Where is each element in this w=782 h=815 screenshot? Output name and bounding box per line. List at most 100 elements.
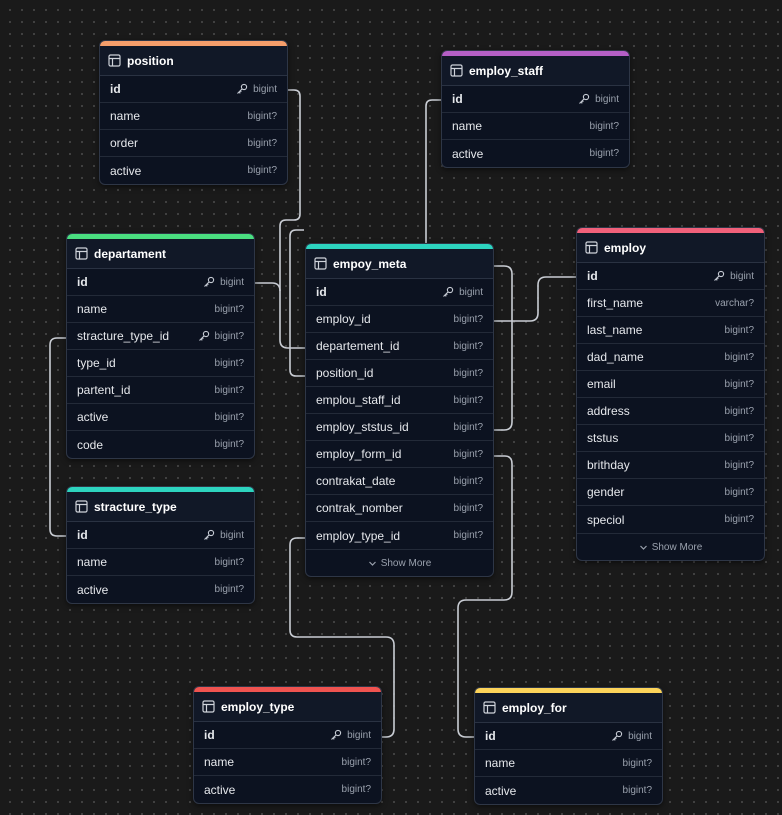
table-header[interactable]: employ	[577, 233, 764, 263]
table-header[interactable]: position	[100, 46, 287, 76]
show-more-button[interactable]: Show More	[577, 533, 764, 560]
field-type-label: bigint?	[214, 330, 244, 342]
field-name: speciol	[587, 512, 625, 527]
field-type: bigint	[611, 730, 652, 742]
field-name: gender	[587, 485, 625, 499]
table-icon	[585, 241, 598, 254]
show-more-button[interactable]: Show More	[306, 549, 493, 576]
table-header[interactable]: employ_type	[194, 692, 381, 722]
field-name: order	[110, 136, 139, 150]
table-icon	[202, 700, 215, 713]
table-name: position	[127, 53, 174, 68]
field-type-label: bigint	[459, 286, 483, 298]
field-type-label: bigint?	[453, 448, 483, 460]
field-type-label: bigint?	[214, 584, 244, 595]
field-type: bigint?	[454, 395, 483, 406]
table-icon	[75, 247, 88, 260]
field-name: code	[77, 437, 104, 452]
table-icon	[483, 701, 496, 714]
field-type-label: bigint?	[214, 439, 244, 450]
field-type: bigint?	[590, 121, 619, 132]
field-type-label: bigint?	[214, 303, 244, 315]
field-type: bigint	[236, 83, 277, 95]
field-row-gender[interactable]: gender bigint?	[577, 479, 764, 506]
field-row-employ-form-id[interactable]: employ_form_id bigint?	[306, 441, 493, 468]
table-header[interactable]: stracture_type	[67, 492, 254, 522]
table-header[interactable]: employ_for	[475, 693, 662, 723]
field-row-order[interactable]: order bigint?	[100, 130, 287, 157]
field-type-label: bigint?	[247, 137, 277, 149]
field-type-label: bigint	[253, 83, 277, 95]
field-type: bigint	[330, 729, 371, 741]
field-name: departement_id	[316, 339, 400, 353]
field-name: employ_form_id	[316, 447, 402, 461]
table-header[interactable]: empoy_meta	[306, 249, 493, 279]
field-type: bigint?	[725, 487, 754, 498]
field-type: bigint?	[590, 148, 619, 159]
field-name: last_name	[587, 323, 643, 337]
table-header[interactable]: departament	[67, 239, 254, 269]
field-type-label: bigint?	[724, 405, 754, 417]
field-name: contrak_nomber	[316, 501, 403, 515]
field-type-label: bigint	[628, 730, 652, 742]
field-type: bigint?	[623, 785, 652, 796]
field-type-label: bigint?	[214, 384, 244, 396]
field-row-code[interactable]: code bigint?	[67, 431, 254, 458]
field-name: active	[110, 163, 142, 178]
field-type: bigint?	[454, 314, 483, 325]
chevron-down-icon	[368, 561, 376, 566]
field-type-label: bigint?	[724, 378, 754, 390]
field-name: id	[587, 269, 598, 283]
table-header[interactable]: employ_staff	[442, 56, 629, 86]
edge-empoy-meta-status	[493, 265, 513, 431]
field-type: bigint?	[454, 368, 483, 379]
